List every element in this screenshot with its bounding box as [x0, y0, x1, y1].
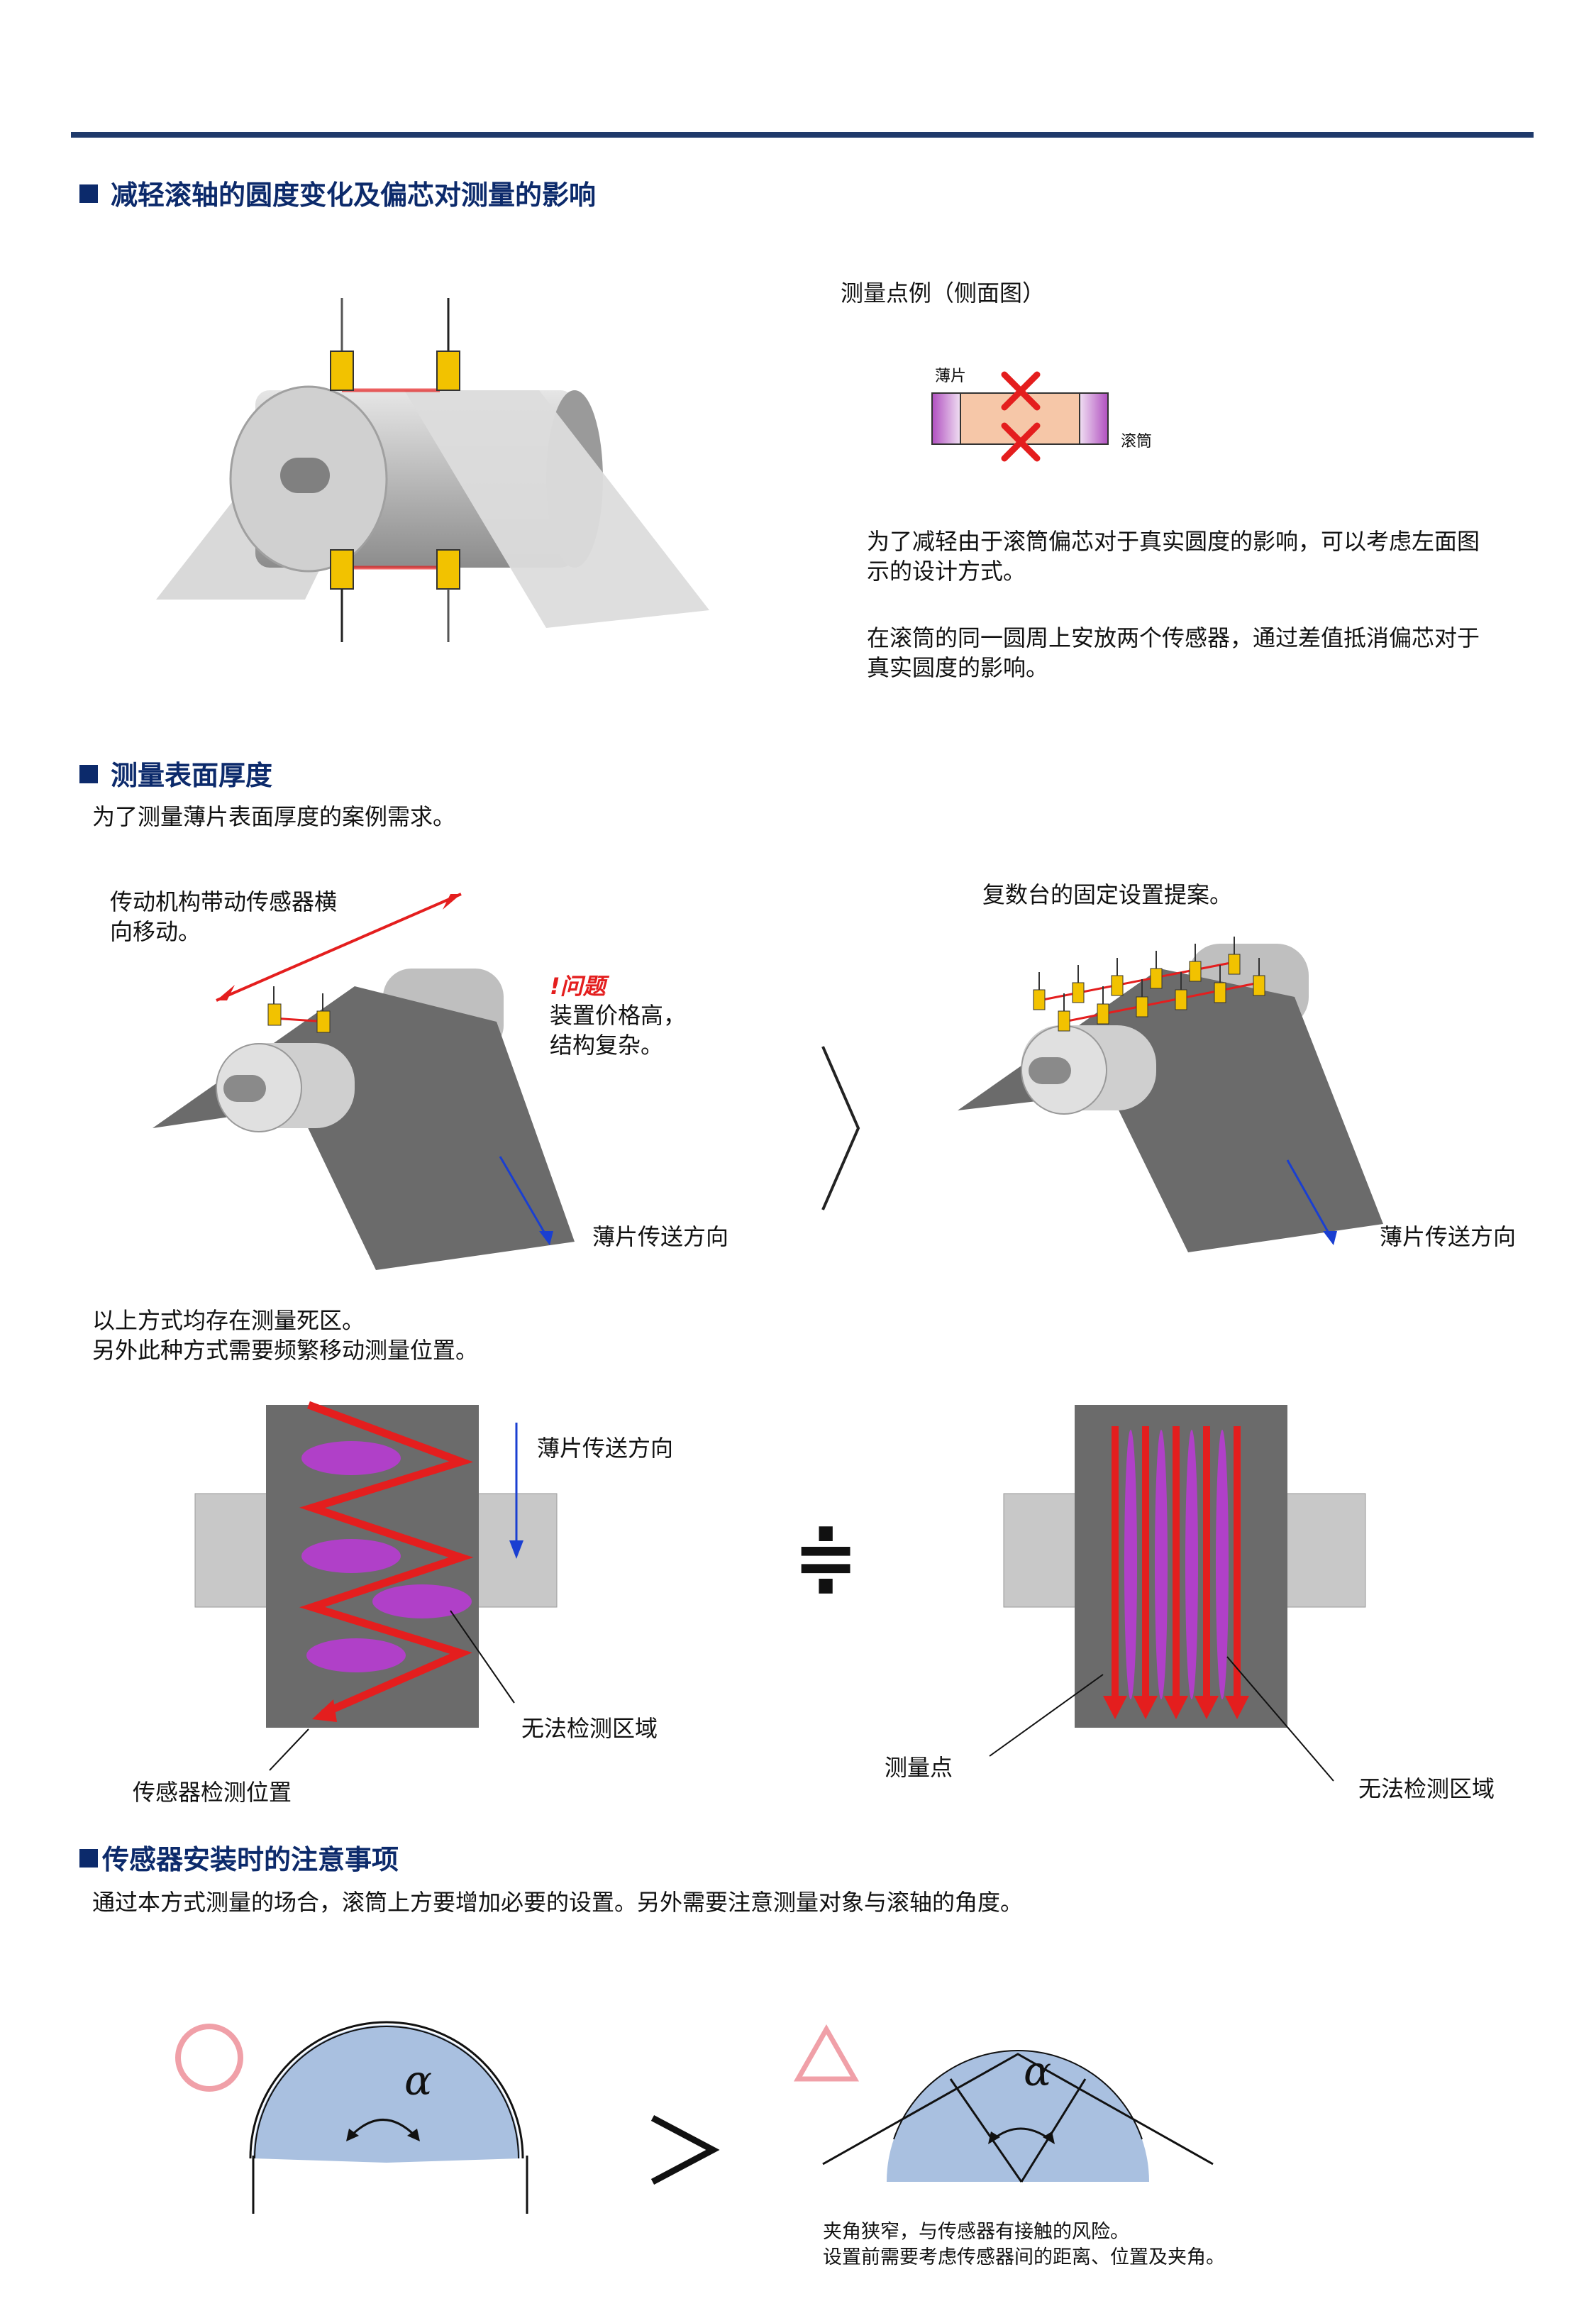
direction-left: 薄片传送方向 — [592, 1223, 729, 1250]
greater-than-icon — [650, 2115, 720, 2185]
sensor-b — [316, 1010, 331, 1033]
multi-sensor-illustration — [958, 937, 1383, 1252]
direction-arrow-icon — [499, 1156, 551, 1242]
zigzag-scan-diagram — [194, 1401, 558, 1771]
top-rule — [71, 132, 1534, 138]
sensor-top-left — [330, 351, 354, 391]
section1-title: 减轻滚轴的圆度变化及偏芯对测量的影响 — [79, 173, 596, 212]
measurement-lines — [1112, 1426, 1241, 1699]
section3-notes: 夹角狭窄，与传感器有接触的风险。设置前需要考虑传感器间的距离、位置及夹角。 — [823, 2221, 1225, 2268]
angle-arc-icon — [992, 2127, 1051, 2141]
section-bullet-icon — [79, 765, 98, 783]
undetectable-right: 无法检测区域 — [1358, 1775, 1495, 1802]
alpha-left: α — [404, 2056, 433, 2104]
traverse-arrow-icon — [216, 893, 462, 1002]
undetected-zones — [1124, 1430, 1229, 1699]
roller-shaft — [1029, 1057, 1071, 1084]
good-angle-diagram — [175, 2021, 528, 2214]
roller-end-left — [931, 392, 961, 445]
x-mark-bottom-icon — [1001, 422, 1041, 462]
problem-label: !问题 — [550, 973, 606, 1000]
sheet-cross-section — [960, 392, 1080, 445]
direction-right: 薄片传送方向 — [1380, 1223, 1517, 1250]
narrow-angle-diagram — [793, 2024, 1214, 2183]
section-bullet-icon — [79, 1849, 98, 1868]
sensor-a — [267, 1003, 282, 1026]
alpha-right: α — [1024, 2047, 1052, 2095]
problem-text: 装置价格高，结构复杂。 — [550, 1002, 687, 1059]
sheet-right — [404, 390, 709, 628]
sheet-dark — [958, 969, 1383, 1252]
section1-para1: 为了减轻由于滚筒偏芯对于真实圆度的影响，可以考虑左面图示的设计方式。 — [867, 528, 1480, 585]
label-roller: 滚筒 — [1121, 433, 1153, 451]
section1-para2: 在滚筒的同一圆周上安放两个传感器，通过差值抵消偏芯对于真实圆度的影响。 — [867, 624, 1480, 681]
traversing-sensor-illustration — [153, 893, 575, 1270]
sheet-line — [822, 2053, 1214, 2166]
right-caption: 复数台的固定设置提案。 — [982, 881, 1233, 908]
measurement-arrowheads-icon — [1103, 1696, 1249, 1719]
sensor-top-right — [436, 351, 460, 391]
sheet-wrap-outer — [249, 2021, 524, 2159]
zigzag-path — [299, 1401, 474, 1718]
roller-shaft — [223, 1075, 266, 1102]
section3-description: 通过本方式测量的场合，滚筒上方要增加必要的设置。另外需要注意测量对象与滚轴的角度… — [92, 1889, 1024, 1916]
direction-arrow-icon — [1286, 1159, 1335, 1242]
warning-triangle-icon — [793, 2024, 860, 2082]
angle-arc-icon — [350, 2119, 416, 2137]
direction-mid: 薄片传送方向 — [537, 1435, 674, 1462]
sensor-array — [1033, 937, 1265, 1032]
chevron-right-icon — [821, 1046, 860, 1210]
label-sheet: 薄片 — [935, 368, 967, 385]
section-bullet-icon — [79, 184, 98, 203]
roller-end-right — [1079, 392, 1109, 445]
roller-arc — [887, 2051, 1149, 2182]
section2-subtitle: 为了测量薄片表面厚度的案例需求。 — [92, 803, 456, 830]
measure-point: 测量点 — [885, 1754, 953, 1781]
sheet-dark — [153, 986, 575, 1270]
undetectable-left: 无法检测区域 — [521, 1715, 658, 1742]
sheet-strip — [1075, 1405, 1287, 1728]
sensor-bottom-right — [436, 549, 460, 590]
section2-notes: 以上方式均存在测量死区。另外此种方式需要频繁移动测量位置。 — [92, 1307, 479, 1364]
roller-shaft — [280, 458, 330, 493]
side-view-diagram — [931, 371, 1109, 462]
roller-sensor-illustration — [156, 298, 709, 642]
example-caption: 测量点例（侧面图） — [841, 280, 1046, 307]
good-circle-icon — [175, 2024, 243, 2092]
section2-title: 测量表面厚度 — [79, 754, 272, 793]
sensor-bottom-left — [330, 549, 354, 590]
zigzag-arrowhead-icon — [312, 1699, 337, 1722]
x-mark-top-icon — [1001, 371, 1041, 411]
left-caption: 传动机构带动传感器横向移动。 — [110, 888, 338, 945]
section3-title: 传感器安装时的注意事项 — [79, 1838, 399, 1877]
sensor-position: 传感器检测位置 — [133, 1779, 292, 1806]
fixed-array-diagram — [989, 1405, 1366, 1782]
undetected-zones — [301, 1441, 472, 1672]
approx-equal-symbol: ≑ — [793, 1512, 859, 1603]
roller-arc — [253, 2025, 520, 2163]
